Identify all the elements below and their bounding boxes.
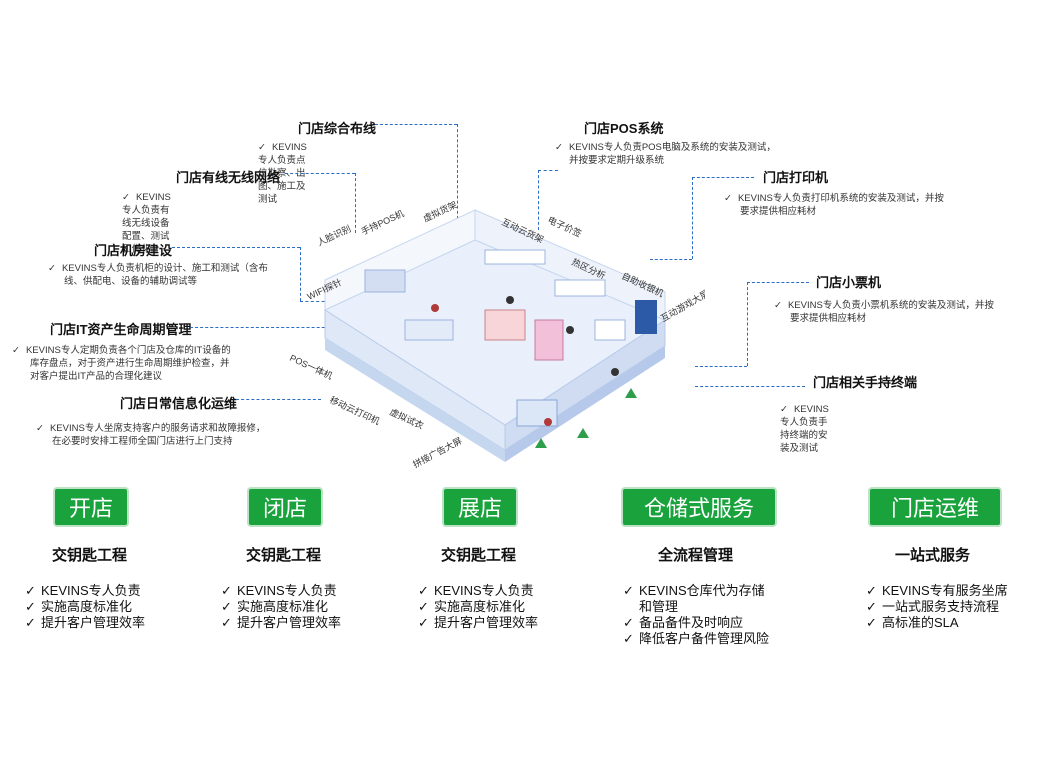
- tag-e-price-label: 电子价签: [546, 214, 583, 239]
- callout-desc: ✓KEVINS专人负责手持终端的安装及测试: [780, 404, 829, 454]
- callout-desc: ✓KEVINS专人负责打印机系统的安装及测试，并按 要求提供相应耗材: [724, 193, 944, 217]
- service-button-close-store[interactable]: 闭店: [247, 487, 323, 527]
- service-subtitle: 交钥匙工程: [441, 547, 517, 564]
- callout-title: 门店综合布线: [298, 121, 377, 136]
- service-subtitle: 全流程管理: [658, 547, 734, 564]
- callout-title: 门店机房建设: [94, 243, 173, 258]
- callout-title: 门店打印机: [763, 170, 829, 185]
- service-subtitle: 交钥匙工程: [52, 547, 128, 564]
- callout-desc: ✓KEVINS专人负责有线无线设备配置、测试和优化: [122, 192, 171, 255]
- connector-line: [300, 301, 330, 302]
- tag-pos-terminal: POS一体机: [288, 352, 334, 381]
- connector-line: [190, 327, 345, 328]
- callout-title: 门店日常信息化运维: [120, 396, 238, 411]
- connector-line: [457, 124, 458, 224]
- service-button-store-ops[interactable]: 门店运维: [868, 487, 1002, 527]
- callout-title: 门店有线无线网络: [176, 170, 281, 185]
- connector-line: [747, 282, 748, 366]
- service-button-open-store[interactable]: 开店: [53, 487, 129, 527]
- tag-face-recognition: 人脸识别: [315, 223, 352, 248]
- service-list: ✓KEVINS专有服务坐席 ✓一站式服务支持流程 ✓高标准的SLA: [866, 583, 1008, 630]
- connector-line: [538, 170, 558, 171]
- service-list: ✓KEVINS专人负责 ✓实施高度标准化 ✓提升客户管理效率: [221, 583, 342, 630]
- connector-line: [300, 247, 301, 301]
- connector-line: [692, 177, 754, 178]
- callout-title: 门店相关手持终端: [813, 375, 918, 390]
- service-list: ✓KEVINS专人负责 ✓实施高度标准化 ✓提升客户管理效率: [25, 583, 146, 630]
- service-subtitle: 一站式服务: [895, 547, 971, 564]
- service-button-expand-store[interactable]: 展店: [442, 487, 518, 527]
- connector-line: [172, 247, 300, 248]
- service-list: ✓KEVINS仓库代为存储 和管理 ✓备品备件及时响应 ✓降低客户备件管理风险: [623, 583, 770, 646]
- connector-line: [747, 282, 809, 283]
- connector-line: [236, 399, 321, 400]
- callout-desc: ✓KEVINS专人坐席支持客户的服务请求和故障报修， 在必要时安排工程师全国门店…: [36, 423, 266, 447]
- callout-desc: ✓KEVINS专人负责POS电脑及系统的安装及测试， 并按要求定期升级系统: [555, 142, 776, 166]
- connector-line: [355, 173, 356, 233]
- connector-line: [285, 173, 355, 174]
- connector-line: [650, 259, 692, 260]
- connector-line: [375, 124, 457, 125]
- connector-line: [692, 177, 693, 259]
- callout-desc: ✓KEVINS专人定期负责各个门店及仓库的IT设备的 库存盘点，对于资产进行生命…: [12, 345, 231, 382]
- tag-handheld-pos: 手持POS机: [359, 207, 405, 236]
- callout-desc: ✓KEVINS专人负责点位勘察、出图、施工及测试: [258, 142, 307, 205]
- callout-title: 门店小票机: [816, 275, 882, 290]
- tag-mobile-printer: 移动云打印机: [328, 394, 382, 427]
- callout-title: 门店POS系统: [584, 121, 664, 136]
- callout-title: 门店IT资产生命周期管理: [50, 322, 192, 337]
- connector-line: [538, 170, 539, 230]
- store-isometric-illustration: 人脸识别 手持POS机 虚拟货架 互动云货架 电子价签 热区分析 自助收银机 互…: [288, 200, 705, 470]
- service-button-warehouse[interactable]: 仓储式服务: [621, 487, 777, 527]
- service-subtitle: 交钥匙工程: [246, 547, 322, 564]
- tag-ad-screen: 拼接广告大屏: [411, 435, 464, 470]
- connector-line: [695, 386, 805, 387]
- callout-desc: ✓KEVINS专人负责小票机系统的安装及测试，并按 要求提供相应耗材: [774, 300, 994, 324]
- tag-virtual-fitting: 虚拟试衣: [388, 406, 425, 431]
- callout-desc: ✓KEVINS专人负责机柜的设计、施工和测试（含布 线、供配电、设备的辅助调试等: [48, 263, 268, 287]
- service-list: ✓KEVINS专人负责 ✓实施高度标准化 ✓提升客户管理效率: [418, 583, 539, 630]
- connector-line: [695, 366, 747, 367]
